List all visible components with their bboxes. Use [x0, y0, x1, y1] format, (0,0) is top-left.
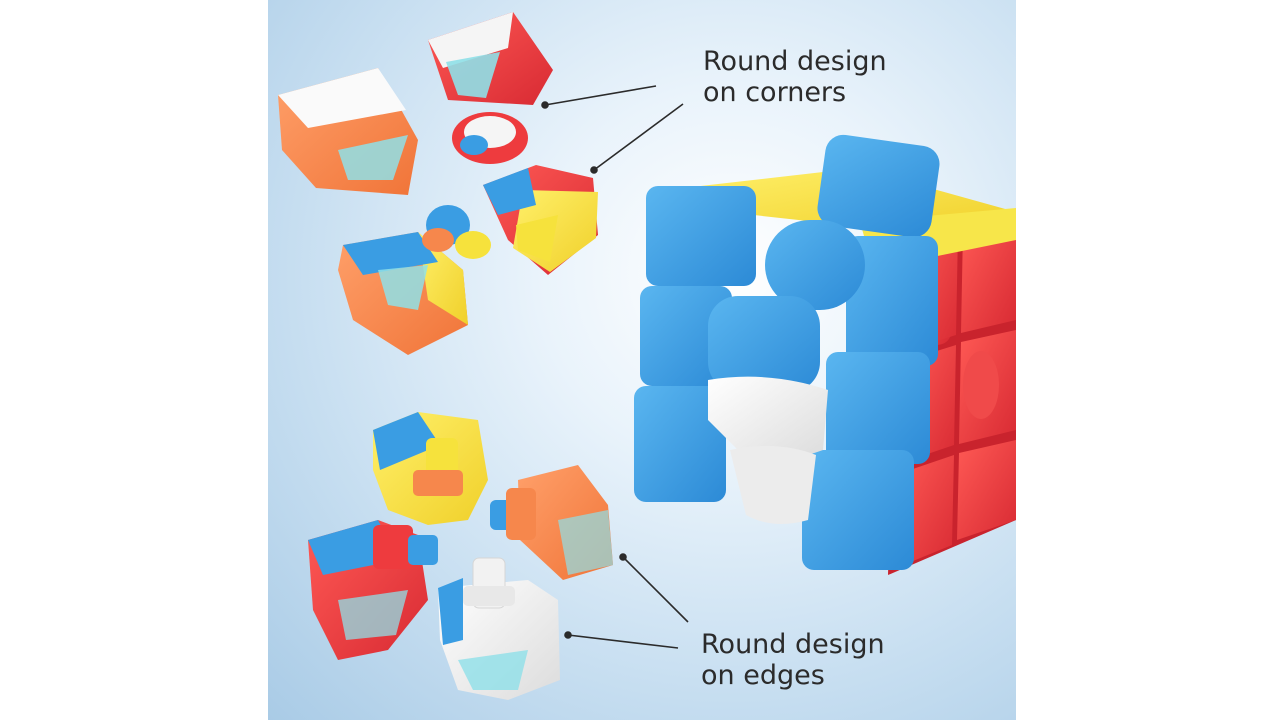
- callout-round-corners: Round design on corners: [703, 46, 887, 108]
- exploded-edge-pieces: [308, 412, 613, 700]
- callout-corners-line1: Round design: [703, 46, 887, 77]
- product-image-panel: Round design on corners Round design on …: [268, 0, 1016, 720]
- callout-round-edges: Round design on edges: [701, 629, 885, 691]
- callout-edges-line2: on edges: [701, 660, 825, 691]
- callout-corners-line2: on corners: [703, 77, 847, 108]
- assembled-cube: [634, 134, 1016, 575]
- callout-edges-line1: Round design: [701, 629, 885, 660]
- cube-illustration: [278, 12, 1016, 700]
- callout-leader-lines: [541, 85, 689, 649]
- exploded-corner-pieces: [278, 12, 598, 355]
